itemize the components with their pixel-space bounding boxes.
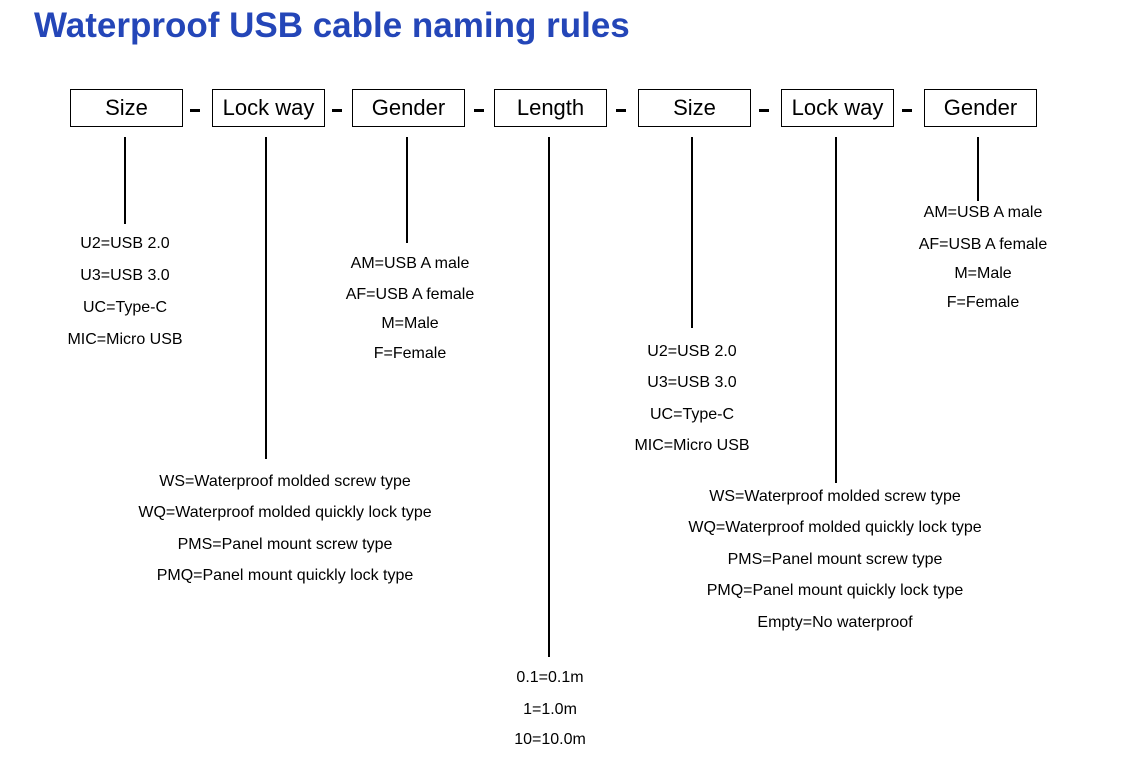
legend-line: F=Female bbox=[946, 294, 1020, 311]
separator-dash bbox=[474, 109, 484, 112]
legend-line: U2=USB 2.0 bbox=[647, 343, 737, 360]
legend-line: M=Male bbox=[954, 265, 1012, 282]
legend-line: WS=Waterproof molded screw type bbox=[709, 488, 961, 505]
legend-size-1: U2=USB 2.0 U3=USB 3.0 UC=Type-C MIC=Micr… bbox=[40, 234, 210, 354]
field-lock-way-1: Lock way bbox=[212, 89, 325, 127]
connector-lock-way-2 bbox=[835, 137, 837, 483]
legend-line: UC=Type-C bbox=[649, 406, 735, 423]
connector-gender-1 bbox=[406, 137, 408, 243]
legend-line: PMS=Panel mount screw type bbox=[727, 551, 943, 568]
legend-line: AF=USB A female bbox=[918, 236, 1048, 253]
legend-line: 1=1.0m bbox=[523, 701, 577, 718]
legend-line: 0.1=0.1m bbox=[516, 669, 584, 686]
field-size-2: Size bbox=[638, 89, 751, 127]
legend-line: WQ=Waterproof molded quickly lock type bbox=[688, 519, 982, 536]
legend-line: MIC=Micro USB bbox=[67, 331, 183, 348]
field-gender-2: Gender bbox=[924, 89, 1037, 127]
legend-line: PMQ=Panel mount quickly lock type bbox=[706, 582, 964, 599]
legend-gender-1: AM=USB A male AF=USB A female M=Male F=F… bbox=[320, 254, 500, 374]
legend-line: AM=USB A male bbox=[350, 255, 470, 272]
separator-dash bbox=[190, 109, 200, 112]
legend-gender-2: AM=USB A male AF=USB A female M=Male F=F… bbox=[893, 203, 1073, 323]
connector-size-2 bbox=[691, 137, 693, 328]
connector-lock-way-1 bbox=[265, 137, 267, 459]
legend-line: UC=Type-C bbox=[82, 299, 168, 316]
field-size-1: Size bbox=[70, 89, 183, 127]
legend-line: MIC=Micro USB bbox=[634, 437, 750, 454]
legend-lock-way-1: WS=Waterproof molded screw type WQ=Water… bbox=[110, 472, 460, 592]
legend-line: 10=10.0m bbox=[514, 731, 586, 748]
field-length: Length bbox=[494, 89, 607, 127]
legend-line: M=Male bbox=[381, 315, 439, 332]
legend-line: AF=USB A female bbox=[345, 286, 475, 303]
connector-length bbox=[548, 137, 550, 657]
separator-dash bbox=[902, 109, 912, 112]
connector-size-1 bbox=[124, 137, 126, 224]
legend-length: 0.1=0.1m 1=1.0m 10=10.0m bbox=[490, 668, 610, 758]
legend-line: F=Female bbox=[373, 345, 447, 362]
legend-line: U2=USB 2.0 bbox=[80, 235, 170, 252]
legend-line: U3=USB 3.0 bbox=[647, 374, 737, 391]
legend-line: PMS=Panel mount screw type bbox=[177, 536, 393, 553]
separator-dash bbox=[759, 109, 769, 112]
separator-dash bbox=[332, 109, 342, 112]
legend-lock-way-2: WS=Waterproof molded screw type WQ=Water… bbox=[660, 487, 1010, 637]
legend-line: U3=USB 3.0 bbox=[80, 267, 170, 284]
connector-gender-2 bbox=[977, 137, 979, 201]
legend-line: PMQ=Panel mount quickly lock type bbox=[156, 567, 414, 584]
legend-line: AM=USB A male bbox=[923, 204, 1043, 221]
separator-dash bbox=[616, 109, 626, 112]
legend-line: Empty=No waterproof bbox=[757, 614, 913, 631]
legend-line: WQ=Waterproof molded quickly lock type bbox=[138, 504, 432, 521]
page-title: Waterproof USB cable naming rules bbox=[34, 6, 630, 45]
field-lock-way-2: Lock way bbox=[781, 89, 894, 127]
field-gender-1: Gender bbox=[352, 89, 465, 127]
legend-size-2: U2=USB 2.0 U3=USB 3.0 UC=Type-C MIC=Micr… bbox=[607, 342, 777, 462]
legend-line: WS=Waterproof molded screw type bbox=[159, 473, 411, 490]
